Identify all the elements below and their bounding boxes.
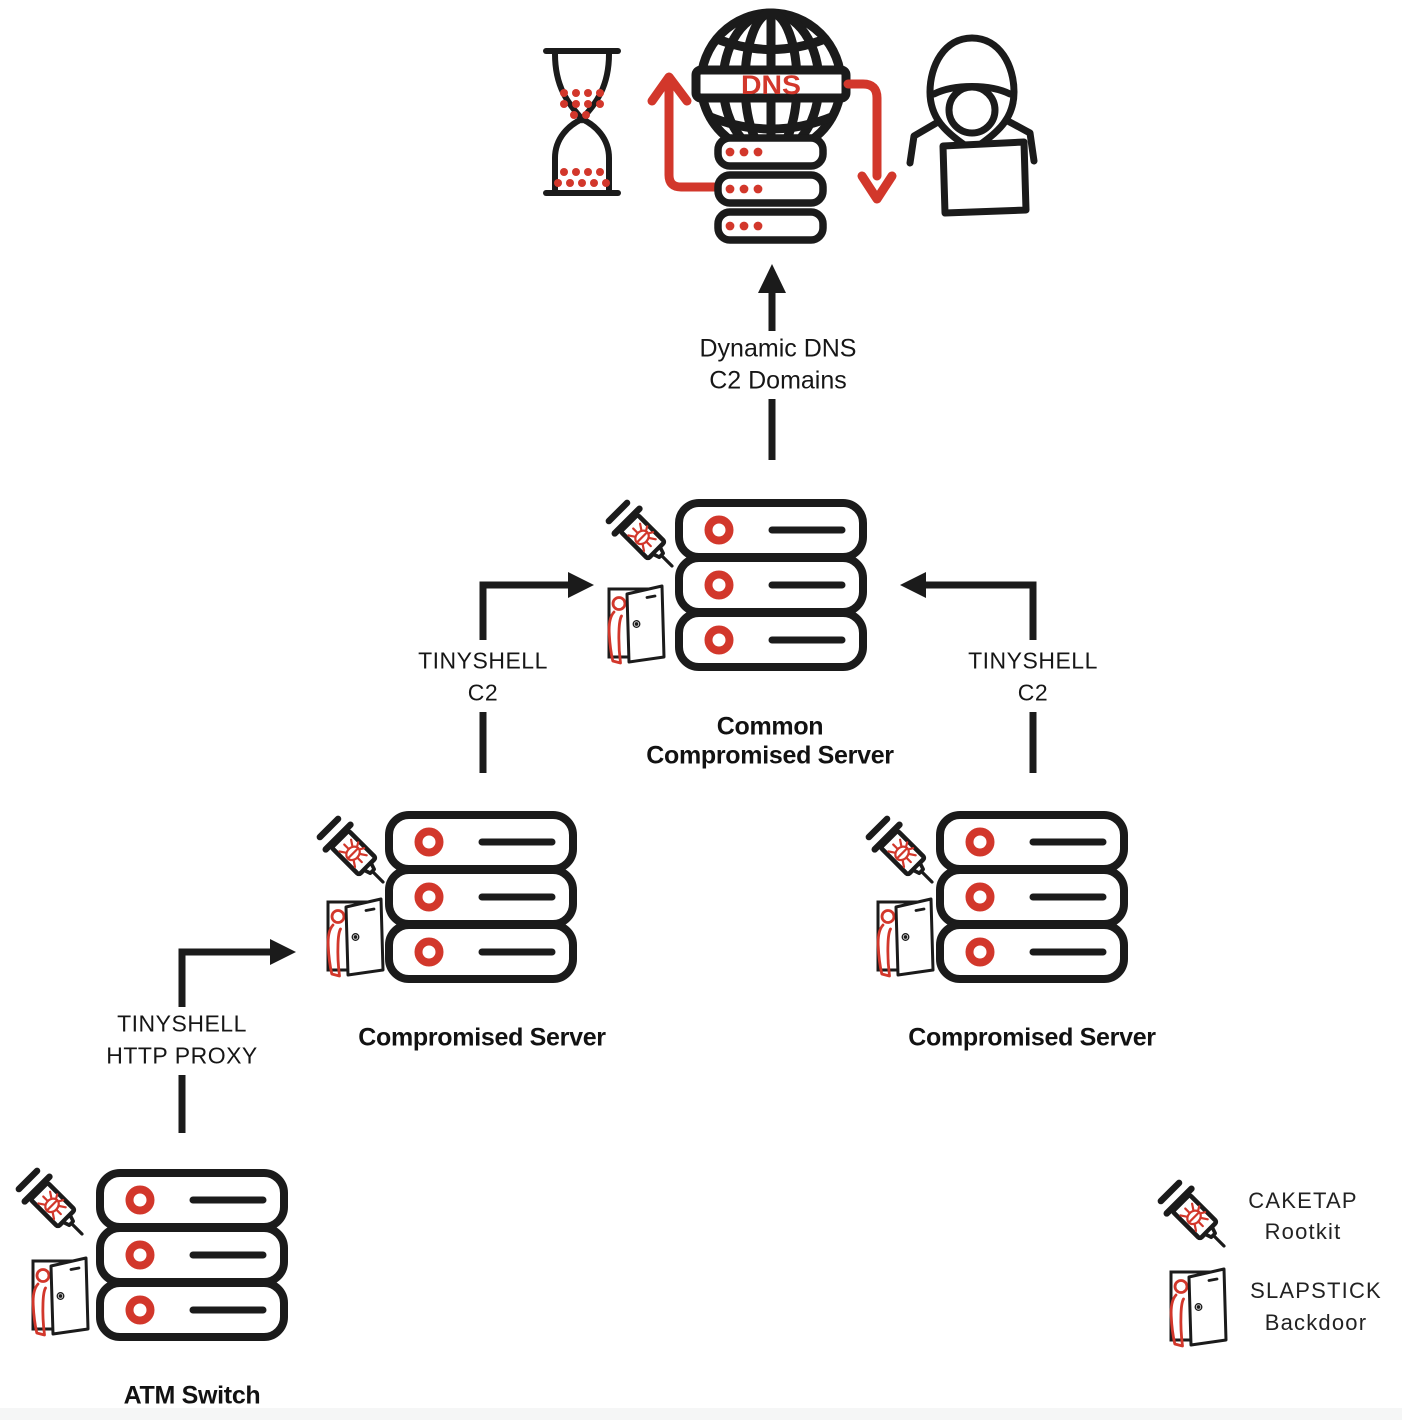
label-tinyshell-c2-left-line1: TINYSHELL [418,647,548,674]
node-common-compromised-server [606,500,863,667]
label-tinyshell-c2-right-line2: C2 [1017,679,1049,706]
hooded-attacker-laptop-icon [906,34,1038,217]
legend [1158,1180,1237,1348]
legend-caketap-type: Rootkit [1264,1219,1342,1244]
label-tinyshell-proxy-line2: HTTP PROXY [106,1042,258,1069]
label-dynamic-dns-line2: C2 Domains [709,366,847,395]
legend-slapstick-type: Backdoor [1264,1310,1368,1335]
label-compromised-server-left: Compromised Server [358,1023,606,1052]
rootkit-syringe-icon [16,1168,95,1247]
arrow-dynamic-dns [758,264,786,460]
page-edge-strip [0,1408,1402,1420]
legend-rootkit-syringe-icon [1158,1180,1237,1259]
rootkit-syringe-icon [866,816,945,895]
backdoor-door-icon [326,897,385,978]
legend-caketap-name: CAKETAP [1248,1188,1358,1213]
arrow-tinyshell-c2-right [900,572,1037,773]
dns-globe-server-icon: DNS [691,8,851,244]
label-tinyshell-c2-right-line1: TINYSHELL [968,647,1098,674]
node-compromised-server-left [317,815,573,979]
server-rack-icon [389,815,573,979]
backdoor-door-icon [607,584,666,665]
backdoor-door-icon [31,1256,90,1337]
arrow-tinyshell-c2-left [479,572,594,773]
backdoor-door-icon [876,897,935,978]
hourglass-icon [543,48,621,196]
legend-slapstick-name: SLAPSTICK [1250,1278,1382,1303]
server-rack-icon [100,1173,284,1337]
label-common-server-line1: Common [716,712,824,741]
arrow-tinyshell-http-proxy [178,939,296,1133]
node-compromised-server-right [866,815,1124,979]
label-dynamic-dns-line1: Dynamic DNS [699,334,857,363]
legend-backdoor-door-icon [1169,1267,1228,1348]
label-tinyshell-c2-left-line2: C2 [467,679,499,706]
dns-badge-text: DNS [741,70,801,100]
rootkit-syringe-icon [317,816,396,895]
label-compromised-server-right: Compromised Server [908,1023,1156,1052]
label-tinyshell-proxy-line1: TINYSHELL [117,1010,247,1037]
node-atm-switch [16,1168,284,1337]
server-rack-icon [679,503,863,667]
red-up-arrow-icon [647,72,721,192]
rootkit-syringe-icon [606,500,685,579]
server-rack-icon [940,815,1124,979]
label-common-server-line2: Compromised Server [646,741,894,770]
red-down-arrow-icon [843,79,897,204]
label-atm-switch: ATM Switch [123,1381,261,1410]
